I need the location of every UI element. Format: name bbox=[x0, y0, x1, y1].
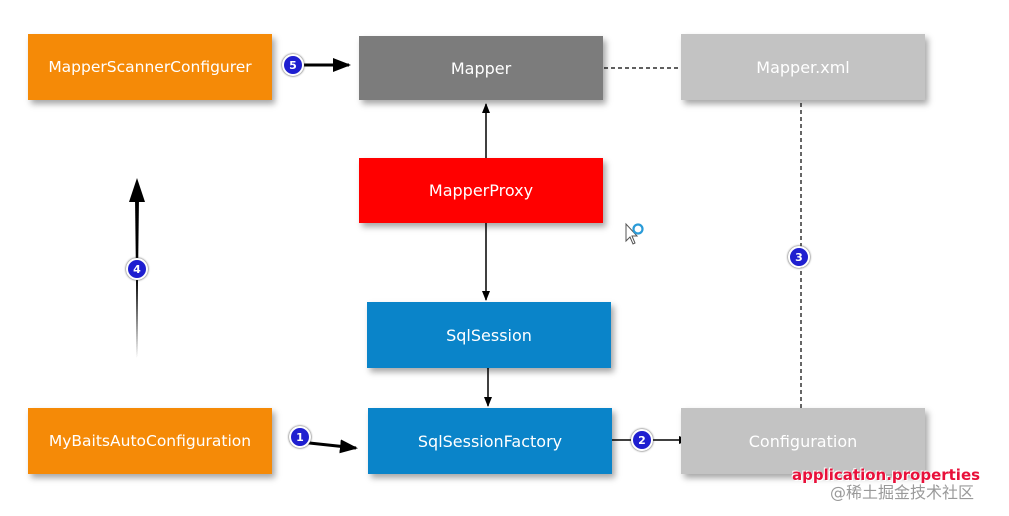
step-badge-1: 1 bbox=[289, 426, 311, 448]
sqlsession-label: SqlSession bbox=[446, 325, 532, 345]
watermark-text: @稀土掘金技术社区 bbox=[830, 483, 975, 502]
mouse-cursor-icon bbox=[625, 222, 644, 245]
mapper-xml-label: Mapper.xml bbox=[756, 57, 850, 77]
application-properties-annotation: application.properties bbox=[792, 466, 981, 484]
sqlsession-box: SqlSession bbox=[367, 302, 611, 368]
step-badge-5: 5 bbox=[282, 54, 304, 76]
configuration-box: Configuration bbox=[681, 408, 925, 474]
step-badge-2: 2 bbox=[631, 429, 653, 451]
arrow-autoconfig-to-factory bbox=[299, 439, 358, 454]
mapperproxy-label: MapperProxy bbox=[428, 181, 534, 200]
mybatisautoconfiguration-label: MyBaitsAutoConfiguration bbox=[48, 432, 252, 450]
arrow-autoconfig-to-scanner-head bbox=[129, 178, 145, 202]
configuration-label: Configuration bbox=[748, 431, 858, 451]
mapper-xml-box: Mapper.xml bbox=[681, 34, 925, 100]
step-badge-3: 3 bbox=[788, 246, 810, 268]
mybatisautoconfiguration-box: MyBaitsAutoConfiguration bbox=[28, 408, 272, 474]
sqlsessionfactory-label: SqlSessionFactory bbox=[417, 431, 563, 451]
mapper-box: Mapper bbox=[359, 36, 603, 100]
mapper-label: Mapper bbox=[450, 58, 512, 78]
sqlsessionfactory-box: SqlSessionFactory bbox=[368, 408, 612, 474]
mapperproxy-box: MapperProxy bbox=[359, 158, 603, 223]
step-badge-4: 4 bbox=[126, 258, 148, 280]
mapperscannerconfigurer-label: MapperScannerConfigurer bbox=[48, 58, 252, 76]
mapperscannerconfigurer-box: MapperScannerConfigurer bbox=[28, 34, 272, 100]
